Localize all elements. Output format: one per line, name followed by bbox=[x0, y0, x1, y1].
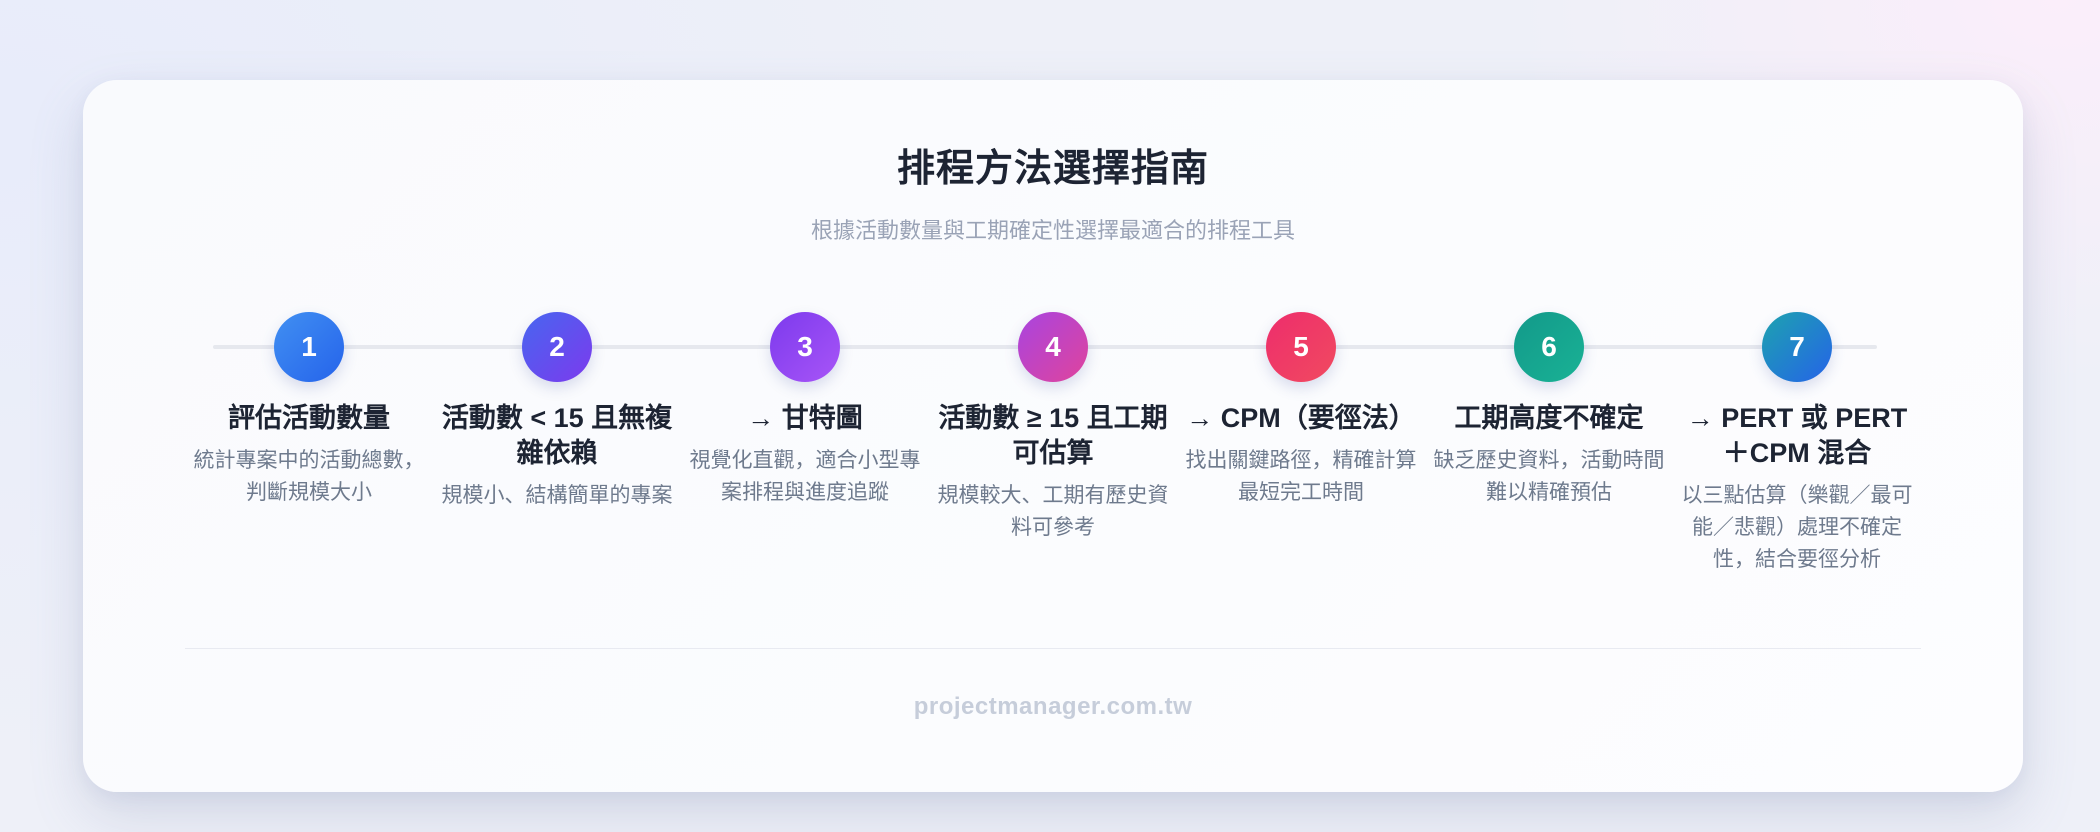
step-3-description: 視覺化直觀，適合小型專案排程與進度追蹤 bbox=[689, 449, 921, 505]
timeline-step-5: 5 → CPM（要徑法） 找出關鍵路徑，精確計算最短完工時間 bbox=[1177, 312, 1425, 509]
step-5-description: 找出關鍵路徑，精確計算最短完工時間 bbox=[1185, 449, 1417, 505]
step-4-badge: 4 bbox=[1018, 312, 1088, 383]
step-2-title: 活動數 < 15 且無複雜依賴 bbox=[441, 403, 673, 469]
step-1-description: 統計專案中的活動總數，判斷規模大小 bbox=[193, 449, 425, 505]
step-7-number: 7 bbox=[1789, 331, 1805, 363]
timeline: 1 評估活動數量 統計專案中的活動總數，判斷規模大小 2 活動數 < 15 且無… bbox=[185, 312, 1921, 576]
footer-brand: projectmanager.com.tw bbox=[913, 693, 1193, 720]
step-2-number: 2 bbox=[549, 331, 565, 363]
timeline-step-3: 3 → 甘特圖 視覺化直觀，適合小型專案排程與進度追蹤 bbox=[681, 312, 929, 509]
step-5-title: → CPM（要徑法） bbox=[1186, 403, 1416, 434]
step-4-number: 4 bbox=[1045, 331, 1061, 363]
step-5-badge: 5 bbox=[1266, 312, 1336, 383]
step-2-description: 規模小、結構簡單的專案 bbox=[441, 484, 673, 508]
step-4-title: 活動數 ≥ 15 且工期可估算 bbox=[938, 403, 1168, 469]
timeline-step-4: 4 活動數 ≥ 15 且工期可估算 規模較大、工期有歷史資料可參考 bbox=[929, 312, 1177, 544]
timeline-step-7: 7 → PERT 或 PERT＋CPM 混合 以三點估算（樂觀／最可能／悲觀）處… bbox=[1673, 312, 1921, 576]
step-2-badge: 2 bbox=[522, 312, 592, 383]
page-title: 排程方法選擇指南 bbox=[896, 148, 1209, 190]
step-3-title: → 甘特圖 bbox=[747, 403, 863, 434]
timeline-step-2: 2 活動數 < 15 且無複雜依賴 規模小、結構簡單的專案 bbox=[433, 312, 681, 512]
step-3-number: 3 bbox=[797, 331, 813, 363]
infographic-card: 排程方法選擇指南 根據活動數量與工期確定性選擇最適合的排程工具 1 評估活動數量… bbox=[83, 80, 2023, 792]
step-7-title: → PERT 或 PERT＋CPM 混合 bbox=[1686, 403, 1908, 469]
step-7-description: 以三點估算（樂觀／最可能／悲觀）處理不確定性，結合要徑分析 bbox=[1681, 484, 1913, 572]
step-1-number: 1 bbox=[301, 331, 317, 363]
step-1-title: 評估活動數量 bbox=[228, 403, 390, 434]
step-7-badge: 7 bbox=[1762, 312, 1832, 383]
step-6-title: 工期高度不確定 bbox=[1454, 403, 1644, 434]
step-1-badge: 1 bbox=[274, 312, 344, 383]
step-6-number: 6 bbox=[1541, 331, 1557, 363]
timeline-step-6: 6 工期高度不確定 缺乏歷史資料，活動時間難以精確預估 bbox=[1425, 312, 1673, 509]
step-4-description: 規模較大、工期有歷史資料可參考 bbox=[937, 484, 1169, 540]
page-subtitle: 根據活動數量與工期確定性選擇最適合的排程工具 bbox=[810, 217, 1295, 243]
step-5-number: 5 bbox=[1293, 331, 1309, 363]
timeline-step-1: 1 評估活動數量 統計專案中的活動總數，判斷規模大小 bbox=[185, 312, 433, 509]
footer-divider bbox=[185, 648, 1921, 649]
step-6-description: 缺乏歷史資料，活動時間難以精確預估 bbox=[1433, 449, 1665, 505]
step-6-badge: 6 bbox=[1514, 312, 1584, 383]
step-3-badge: 3 bbox=[770, 312, 840, 383]
